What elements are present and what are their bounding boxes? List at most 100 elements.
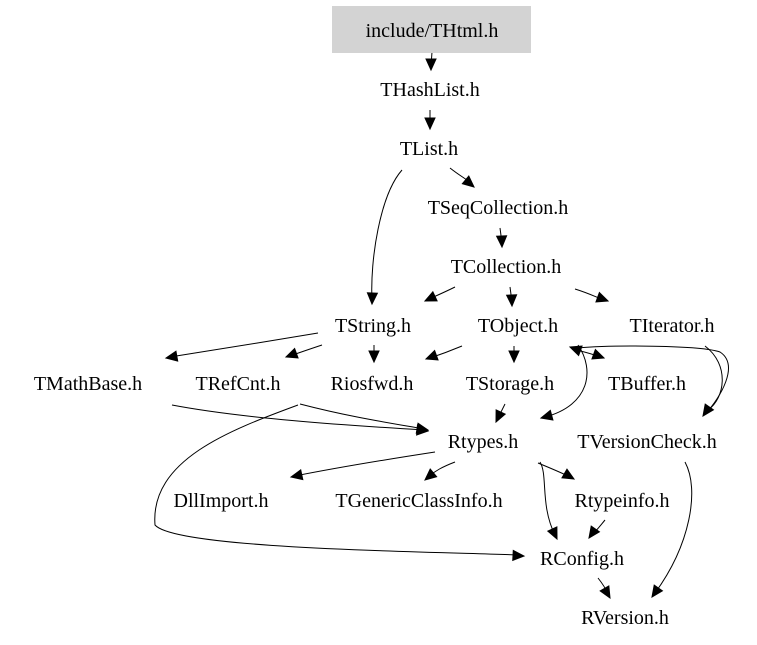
edge-titerator-to-tbuffer — [568, 345, 723, 411]
edge-line — [371, 169, 403, 301]
edge-thtml-to-thashlist — [425, 51, 437, 72]
node-label: Rtypes.h — [448, 431, 519, 453]
node-label: TObject.h — [478, 315, 558, 337]
node-label: Rtypeinfo.h — [575, 490, 670, 512]
arrowhead-icon — [424, 117, 436, 131]
edges-layer — [154, 51, 729, 600]
node-rversion[interactable]: RVersion.h — [581, 607, 669, 629]
edge-rconfig-to-rversion — [597, 577, 611, 600]
arrowhead-icon — [505, 294, 518, 308]
node-label: TIterator.h — [630, 315, 715, 337]
arrowhead-icon — [425, 58, 437, 72]
edge-line — [539, 461, 556, 536]
arrowhead-icon — [366, 292, 379, 306]
arrowhead-icon — [546, 526, 558, 541]
node-label: TVersionCheck.h — [577, 431, 716, 453]
node-tgenericclassinfo[interactable]: TGenericClassInfo.h — [335, 490, 502, 512]
edge-line — [299, 403, 425, 430]
node-tbuffer[interactable]: TBuffer.h — [608, 373, 686, 395]
node-label: TBuffer.h — [608, 373, 686, 395]
arrowhead-icon — [512, 549, 526, 562]
edge-line — [169, 332, 319, 358]
edge-line — [544, 344, 588, 418]
edge-tstring-to-tmathbase — [164, 332, 319, 362]
node-thashlist[interactable]: THashList.h — [380, 79, 479, 101]
node-tstorage[interactable]: TStorage.h — [466, 373, 554, 395]
node-rtypeinfo[interactable]: Rtypeinfo.h — [575, 490, 670, 512]
node-label: RVersion.h — [581, 607, 669, 629]
node-label: TSeqCollection.h — [428, 197, 569, 219]
node-tcollection[interactable]: TCollection.h — [451, 256, 562, 278]
edge-line — [171, 404, 425, 431]
edge-rtypes-to-tgenericclassinfo — [424, 461, 456, 481]
node-label: TMathBase.h — [34, 373, 142, 395]
node-label: Riosfwd.h — [331, 373, 414, 395]
edge-rtypeinfo-to-rconfig — [588, 519, 606, 539]
edge-tseqcollection-to-tcollection — [495, 227, 508, 249]
arrowhead-icon — [561, 468, 576, 480]
node-label: TString.h — [335, 315, 411, 337]
node-titerator[interactable]: TIterator.h — [630, 315, 715, 337]
arrowhead-icon — [164, 350, 179, 362]
edge-thashlist-to-tlist — [424, 110, 436, 131]
arrowhead-icon — [368, 350, 380, 364]
node-trefcnt[interactable]: TRefCnt.h — [196, 373, 281, 395]
edge-line — [294, 451, 436, 477]
node-tmathbase[interactable]: TMathBase.h — [34, 373, 142, 395]
arrowhead-icon — [423, 290, 438, 302]
nodes-layer: include/THtml.hTHashList.hTList.hTSeqCol… — [34, 6, 717, 629]
edge-riosfwd-to-rtypes — [299, 403, 430, 434]
edge-tcollection-to-titerator — [574, 288, 610, 303]
node-rtypes[interactable]: Rtypes.h — [448, 431, 519, 453]
edge-line — [654, 461, 693, 594]
edge-tobject-to-rtypes — [539, 344, 588, 421]
edge-tcollection-to-tstring — [423, 286, 456, 302]
node-label: TStorage.h — [466, 373, 554, 395]
node-tstring[interactable]: TString.h — [335, 315, 411, 337]
node-tversioncheck[interactable]: TVersionCheck.h — [577, 431, 716, 453]
node-label: RConfig.h — [540, 548, 624, 570]
node-thtml[interactable]: include/THtml.h — [332, 6, 531, 53]
node-label: TRefCnt.h — [196, 373, 281, 395]
arrowhead-icon — [568, 345, 583, 357]
edge-line — [704, 345, 723, 411]
node-tlist[interactable]: TList.h — [400, 138, 458, 160]
arrowhead-icon — [415, 422, 430, 434]
edge-line — [154, 404, 521, 556]
edge-rtypes-to-rconfig — [539, 461, 558, 541]
arrowhead-icon — [424, 349, 439, 361]
node-rconfig[interactable]: RConfig.h — [540, 548, 624, 570]
arrowhead-icon — [289, 468, 304, 481]
arrowhead-icon — [424, 468, 438, 481]
edge-tobject-to-tstorage — [508, 346, 520, 364]
node-riosfwd[interactable]: Riosfwd.h — [331, 373, 414, 395]
arrowhead-icon — [539, 409, 554, 421]
node-label: include/THtml.h — [366, 20, 499, 42]
edge-tobject-to-riosfwd — [424, 345, 463, 361]
edge-tversioncheck-to-rversion — [651, 461, 693, 598]
edge-tlist-to-tstring — [366, 169, 403, 306]
edge-rtypes-to-dllimport — [289, 451, 436, 481]
node-tseqcollection[interactable]: TSeqCollection.h — [428, 197, 569, 219]
node-label: TList.h — [400, 138, 458, 160]
edge-riosfwd-to-rconfig — [154, 404, 526, 562]
node-label: TGenericClassInfo.h — [335, 490, 502, 512]
arrowhead-icon — [461, 175, 475, 188]
arrowhead-icon — [591, 348, 606, 360]
arrowhead-icon — [495, 409, 507, 424]
node-label: THashList.h — [380, 79, 479, 101]
node-tobject[interactable]: TObject.h — [478, 315, 558, 337]
arrowhead-icon — [284, 347, 299, 359]
edge-tstring-to-riosfwd — [368, 345, 380, 364]
edge-tstring-to-trefcnt — [284, 344, 323, 359]
edge-tstorage-to-rtypes — [495, 403, 507, 424]
node-dllimport[interactable]: DllImport.h — [174, 490, 269, 512]
node-label: TCollection.h — [451, 256, 562, 278]
arrowhead-icon — [595, 291, 610, 303]
node-label: DllImport.h — [174, 490, 269, 512]
arrowhead-icon — [495, 235, 508, 249]
arrowhead-icon — [588, 525, 601, 539]
arrowhead-icon — [599, 585, 611, 600]
